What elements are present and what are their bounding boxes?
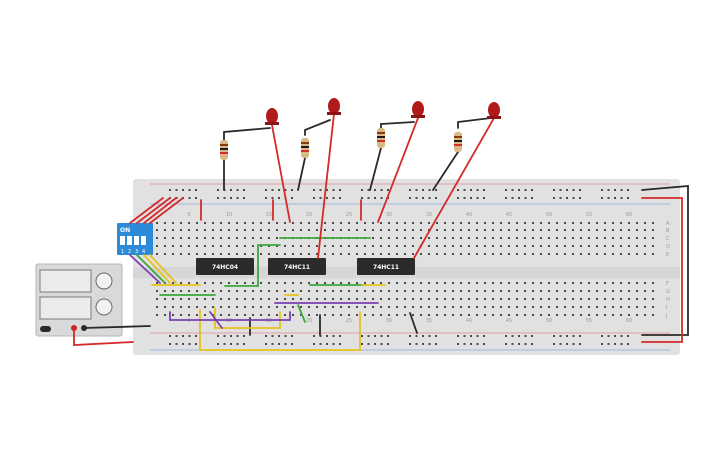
column-number: 35 xyxy=(426,318,432,324)
row-letter: A xyxy=(666,221,670,227)
yellow-wire[interactable] xyxy=(199,309,361,351)
row-letter: I xyxy=(666,305,667,311)
led[interactable] xyxy=(487,102,501,119)
column-number: 50 xyxy=(546,212,552,218)
column-number: 30 xyxy=(386,212,392,218)
led[interactable] xyxy=(411,101,425,118)
column-number: 60 xyxy=(626,318,632,324)
column-number: 40 xyxy=(466,318,472,324)
chip-label: 74HC11 xyxy=(284,264,310,271)
red-wire[interactable] xyxy=(271,124,291,223)
yellow-wire[interactable] xyxy=(143,254,171,284)
column-number: 5 xyxy=(187,318,190,324)
dip-switch-number-1: 1 xyxy=(121,249,124,255)
red-wire[interactable] xyxy=(143,197,177,224)
chip-74hc11-a[interactable]: 74HC11 xyxy=(268,258,326,275)
dip-toggle-3[interactable] xyxy=(134,236,139,245)
column-number: 60 xyxy=(626,212,632,218)
red-wire[interactable] xyxy=(377,117,419,223)
green-wire[interactable] xyxy=(224,244,259,287)
black-wire[interactable] xyxy=(304,119,331,136)
chip-label: 74HC11 xyxy=(373,264,399,271)
red-wire[interactable] xyxy=(641,197,683,343)
resistor[interactable] xyxy=(377,128,385,148)
black-wire[interactable] xyxy=(380,121,415,131)
green-wire[interactable] xyxy=(297,304,306,323)
red-wire[interactable] xyxy=(413,117,495,259)
chip-74hc11-b[interactable]: 74HC11 xyxy=(357,258,415,275)
chip-74hc04[interactable]: 74HC04 xyxy=(196,258,254,275)
row-letter: H xyxy=(666,297,670,303)
breadboard-holes xyxy=(156,189,654,345)
row-letter: J xyxy=(665,313,667,319)
column-number: 30 xyxy=(386,318,392,324)
black-wire[interactable] xyxy=(409,312,418,334)
dip-toggle-1[interactable] xyxy=(120,236,125,245)
power-supply[interactable] xyxy=(35,263,123,337)
column-number: 45 xyxy=(506,318,512,324)
green-wire[interactable] xyxy=(136,254,166,284)
red-wire[interactable] xyxy=(73,327,134,346)
red-wire[interactable] xyxy=(129,197,164,224)
black-wire[interactable] xyxy=(369,147,382,191)
black-wire[interactable] xyxy=(83,325,151,329)
black-wire[interactable] xyxy=(641,185,689,336)
row-letter: G xyxy=(666,289,670,295)
column-number: 15 xyxy=(266,318,272,324)
wires xyxy=(73,113,689,351)
black-wire[interactable] xyxy=(432,151,459,191)
chip-label: 74HC04 xyxy=(212,264,238,271)
dip-switch[interactable]: ON 1 2 3 4 xyxy=(117,223,153,255)
yellow-wire[interactable] xyxy=(149,254,177,284)
column-number: 10 xyxy=(226,212,232,218)
dip-switch-number-2: 2 xyxy=(128,249,131,255)
resistor[interactable] xyxy=(454,132,462,152)
row-letter: F xyxy=(666,281,669,287)
column-number: 25 xyxy=(346,212,352,218)
red-wire[interactable] xyxy=(149,197,184,224)
dip-toggle-2[interactable] xyxy=(127,236,132,245)
column-number: 10 xyxy=(226,318,232,324)
resistor[interactable] xyxy=(220,140,228,160)
red-wire[interactable] xyxy=(317,113,335,259)
column-number: 15 xyxy=(266,212,272,218)
row-letter: D xyxy=(666,244,670,250)
column-number: 55 xyxy=(586,318,592,324)
resistor[interactable] xyxy=(301,138,309,158)
column-number: 50 xyxy=(546,318,552,324)
purple-wire[interactable] xyxy=(169,311,291,321)
row-letter: B xyxy=(666,228,670,234)
column-number: 45 xyxy=(506,212,512,218)
black-wire[interactable] xyxy=(223,127,271,141)
column-number: 20 xyxy=(306,212,312,218)
row-letter: E xyxy=(666,252,669,258)
dip-switch-on-label: ON xyxy=(120,227,130,234)
column-number: 55 xyxy=(586,212,592,218)
column-number: 20 xyxy=(306,318,312,324)
dip-toggle-4[interactable] xyxy=(141,236,146,245)
column-number: 40 xyxy=(466,212,472,218)
column-number-labels: 5510101515202025253030353540404545505055… xyxy=(187,212,632,324)
column-number: 25 xyxy=(346,318,352,324)
power-switch[interactable] xyxy=(40,326,51,332)
row-letter: C xyxy=(666,236,670,242)
column-number: 35 xyxy=(426,212,432,218)
black-wire[interactable] xyxy=(297,157,306,191)
dip-switch-number-4: 4 xyxy=(142,249,145,255)
voltage-knob[interactable] xyxy=(95,272,113,290)
black-wire[interactable] xyxy=(457,117,492,129)
led[interactable] xyxy=(265,108,279,125)
current-knob[interactable] xyxy=(95,298,113,316)
purple-wire[interactable] xyxy=(209,311,223,329)
dip-switch-number-3: 3 xyxy=(135,249,138,255)
red-wire[interactable] xyxy=(136,197,171,224)
column-number: 5 xyxy=(187,212,190,218)
led[interactable] xyxy=(327,98,341,115)
purple-wire[interactable] xyxy=(129,254,161,284)
